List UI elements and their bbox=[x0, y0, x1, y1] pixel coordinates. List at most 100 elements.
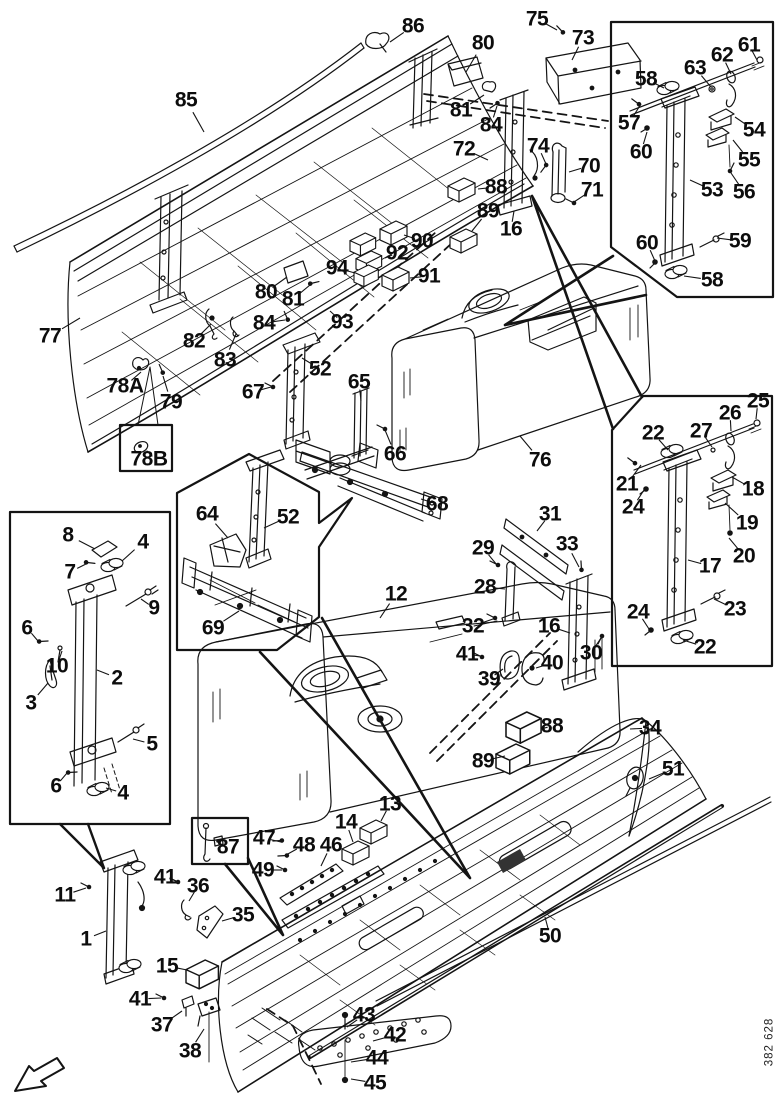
bolt-6-top bbox=[35, 634, 49, 647]
leader-line-4 bbox=[105, 787, 117, 792]
part-callout-6: 6 bbox=[21, 616, 33, 640]
part-callout-69: 69 bbox=[201, 616, 225, 640]
part-callout-2: 2 bbox=[111, 666, 123, 690]
clamp-78A bbox=[132, 356, 150, 371]
part-callout-81: 81 bbox=[281, 287, 305, 311]
part-callout-63: 63 bbox=[683, 56, 707, 80]
rail-31 bbox=[499, 518, 569, 601]
part-callout-43: 43 bbox=[352, 1003, 376, 1027]
part-callout-73: 73 bbox=[571, 26, 595, 50]
part-callout-10: 10 bbox=[45, 654, 69, 678]
part-callout-13: 13 bbox=[378, 792, 402, 816]
part-callout-54: 54 bbox=[742, 118, 766, 142]
bracket-70 bbox=[550, 142, 567, 204]
part-callout-33: 33 bbox=[555, 532, 579, 556]
part-callout-32: 32 bbox=[461, 614, 485, 638]
leader-line-2 bbox=[96, 669, 110, 676]
bolt-41-bottom bbox=[155, 993, 167, 1001]
direction-arrow-icon bbox=[14, 1057, 65, 1092]
part-callout-17: 17 bbox=[698, 554, 722, 578]
bottom-panel-50 bbox=[208, 717, 707, 1093]
leader-line-80 bbox=[465, 54, 477, 73]
part-callout-80: 80 bbox=[471, 31, 495, 55]
part-callout-35: 35 bbox=[231, 903, 255, 927]
part-callout-70: 70 bbox=[577, 154, 601, 178]
part-callout-18: 18 bbox=[741, 477, 765, 501]
part-callout-59: 59 bbox=[728, 229, 752, 253]
part-callout-6: 6 bbox=[50, 774, 62, 798]
part-callout-94: 94 bbox=[325, 256, 349, 280]
part-callout-60: 60 bbox=[635, 231, 659, 255]
part-callout-11: 11 bbox=[54, 883, 76, 907]
part-callout-24: 24 bbox=[621, 495, 645, 519]
bolt-48 bbox=[277, 850, 291, 863]
part-callout-16: 16 bbox=[499, 217, 523, 241]
part-callout-56: 56 bbox=[732, 180, 756, 204]
leader-line-3 bbox=[37, 682, 49, 696]
part-callout-88: 88 bbox=[484, 175, 508, 199]
bolt-32 bbox=[486, 613, 498, 621]
part-callout-83: 83 bbox=[213, 348, 237, 372]
part-callout-31: 31 bbox=[538, 502, 562, 526]
part-callout-61: 61 bbox=[737, 33, 761, 57]
plate-73 bbox=[545, 42, 642, 105]
part-callout-4: 4 bbox=[117, 781, 129, 805]
bolt-81-mid bbox=[306, 276, 320, 289]
bolt-79 bbox=[154, 363, 168, 377]
part-callout-68: 68 bbox=[425, 492, 449, 516]
leader-line-7 bbox=[76, 562, 89, 569]
leader-line-64 bbox=[214, 523, 229, 539]
part-callout-19: 19 bbox=[735, 511, 759, 535]
part-callout-28: 28 bbox=[473, 575, 497, 599]
part-callout-29: 29 bbox=[471, 536, 495, 560]
bolt-84-mid bbox=[279, 310, 293, 324]
strut-16-mid bbox=[561, 573, 597, 691]
rear-crossmember bbox=[304, 442, 379, 480]
leader-line-1 bbox=[93, 930, 107, 937]
bolt-56 bbox=[727, 162, 735, 174]
part-callout-5: 5 bbox=[146, 732, 158, 756]
part-callout-3: 3 bbox=[25, 691, 37, 715]
bolt-33 bbox=[574, 560, 587, 574]
part-callout-14: 14 bbox=[334, 810, 358, 834]
part-callout-75: 75 bbox=[525, 7, 549, 31]
part-callout-58: 58 bbox=[700, 268, 724, 292]
part-callout-84: 84 bbox=[252, 311, 276, 335]
part-callout-37: 37 bbox=[150, 1013, 174, 1037]
leader-line-69 bbox=[223, 610, 240, 622]
part-callout-45: 45 bbox=[363, 1071, 387, 1095]
part-callout-8: 8 bbox=[62, 523, 74, 547]
leader-line-12 bbox=[379, 603, 391, 619]
leader-line-5 bbox=[132, 738, 145, 743]
part-callout-85: 85 bbox=[174, 88, 198, 112]
part-callout-81: 81 bbox=[449, 98, 473, 122]
part-callout-77: 77 bbox=[38, 324, 62, 348]
part-callout-89: 89 bbox=[476, 199, 500, 223]
part-callout-91: 91 bbox=[417, 264, 441, 288]
bolt-6-bottom bbox=[64, 765, 78, 778]
part-callout-87: 87 bbox=[216, 835, 240, 859]
part-callout-71: 71 bbox=[580, 178, 604, 202]
part-callout-92: 92 bbox=[385, 241, 409, 265]
part-callout-93: 93 bbox=[330, 310, 354, 334]
part-callout-82: 82 bbox=[182, 329, 206, 353]
strut-28 bbox=[501, 561, 521, 627]
part-callout-78B: 78B bbox=[130, 447, 168, 471]
strut-65 bbox=[351, 387, 370, 459]
plate-80-top bbox=[447, 56, 497, 93]
bolt-66 bbox=[376, 424, 388, 432]
bolt-74 bbox=[540, 161, 550, 174]
part-callout-41: 41 bbox=[153, 865, 177, 889]
part-callout-22: 22 bbox=[693, 635, 717, 659]
crossmember-68 bbox=[295, 439, 443, 522]
fuel-tank-76 bbox=[391, 263, 651, 472]
part-callout-50: 50 bbox=[538, 924, 562, 948]
part-callout-24: 24 bbox=[626, 600, 650, 624]
bolt-49 bbox=[276, 865, 288, 873]
part-callout-48: 48 bbox=[292, 833, 316, 857]
bolt-11 bbox=[80, 882, 92, 890]
part-callout-23: 23 bbox=[723, 597, 747, 621]
drawing-number: 382 628 bbox=[763, 1017, 776, 1067]
